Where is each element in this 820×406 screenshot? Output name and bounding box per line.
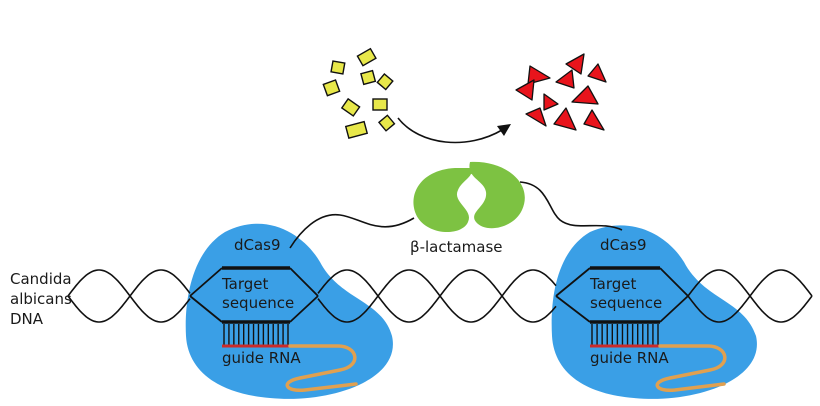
substrate-1	[356, 47, 377, 67]
substrate-molecules	[322, 47, 396, 139]
beta-lactamase-enzyme	[413, 161, 525, 233]
dcas9-label-right: dCas9	[600, 236, 647, 254]
product-1	[565, 53, 585, 75]
reaction-arrow	[397, 117, 503, 144]
enzyme-label: β-lactamase	[410, 238, 503, 256]
product-molecules	[515, 53, 607, 131]
dcas9-label-left: dCas9	[234, 236, 281, 254]
reaction-arrowhead	[497, 124, 511, 136]
product-7	[571, 85, 599, 105]
substrate-4	[322, 79, 341, 97]
substrate-3	[360, 69, 377, 86]
dcas9-blob-right	[551, 225, 757, 399]
target-sequence-label-left: Target sequence	[221, 275, 294, 312]
guide-rna-label-left: guide RNA	[222, 349, 301, 367]
substrate-9	[377, 114, 396, 132]
substrate-8	[344, 120, 369, 139]
guide-rna-label-right: guide RNA	[590, 349, 669, 367]
product-5	[515, 79, 535, 101]
product-8	[525, 107, 547, 127]
product-6	[543, 93, 559, 111]
substrate-6	[340, 97, 361, 117]
substrate-2	[330, 60, 346, 75]
guide-rna-right	[590, 324, 727, 392]
dna-strand-b	[67, 269, 813, 323]
target-bubble-left	[189, 266, 319, 324]
linker-right	[519, 181, 623, 231]
product-9	[553, 107, 577, 131]
target-bubble-right	[555, 266, 689, 324]
product-10	[583, 109, 605, 131]
substrate-7	[372, 98, 388, 111]
guide-rna-left	[222, 324, 358, 392]
linker-left	[289, 214, 415, 249]
substrate-5	[376, 72, 394, 91]
product-4	[587, 63, 607, 83]
organism-label: Candida albicans DNA	[10, 270, 77, 328]
product-3	[555, 69, 575, 89]
target-sequence-label-right: Target sequence	[589, 275, 662, 312]
product-2	[527, 65, 551, 85]
